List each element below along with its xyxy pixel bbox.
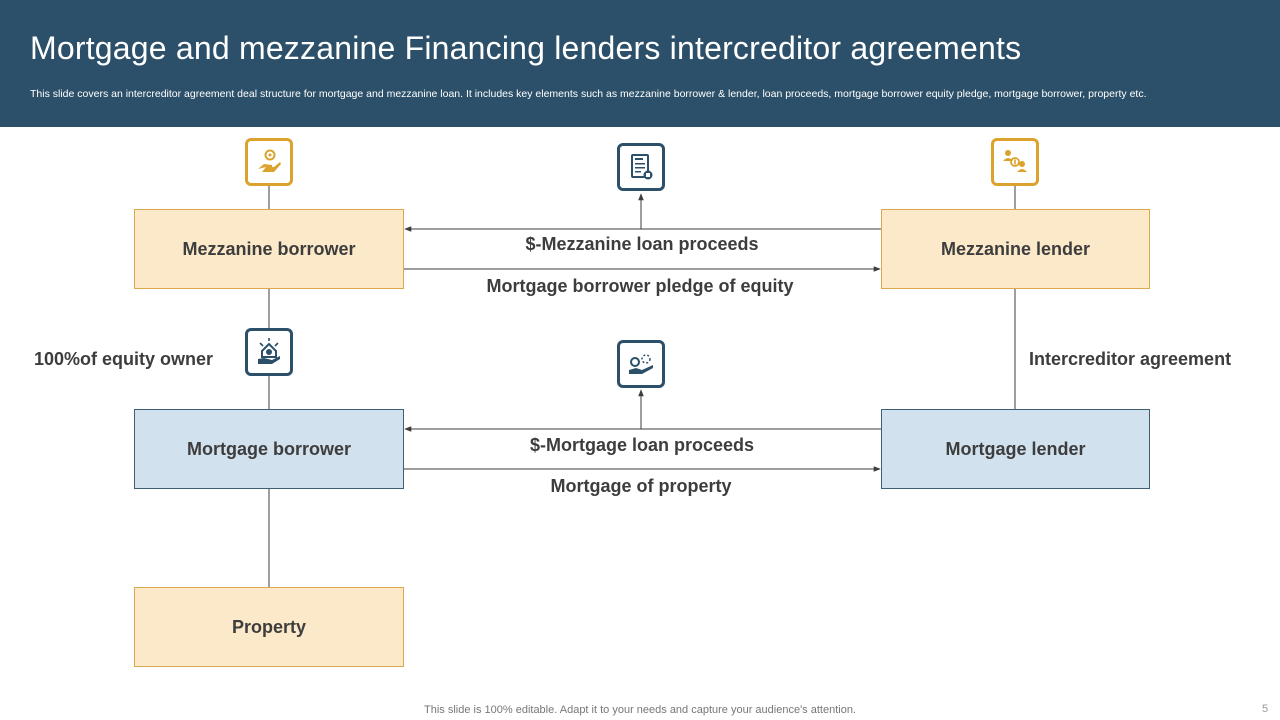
label-mortgage-of-property: Mortgage of property [550,476,732,496]
page-number: 5 [1262,703,1269,715]
house-hand-dollar-icon [245,328,293,376]
slide-subtitle: This slide covers an intercreditor agree… [30,88,1147,100]
loan-document-icon [617,143,665,191]
label-mezzanine-loan-proceeds: $-Mezzanine loan proceeds [525,234,759,254]
label-mortgage-loan-proceeds: $-Mortgage loan proceeds [529,435,755,455]
label-equity-owner: 100%of equity owner [34,349,214,369]
slide-title: Mortgage and mezzanine Financing lenders… [30,30,1022,66]
node-mezzanine-lender: Mezzanine lender [881,209,1150,289]
money-hand-growth-icon [617,340,665,388]
node-mezzanine-borrower: Mezzanine borrower [134,209,404,289]
label-pledge-of-equity: Mortgage borrower pledge of equity [486,276,794,296]
node-mortgage-borrower: Mortgage borrower [134,409,404,489]
label-intercreditor-agreement: Intercreditor agreement [1029,349,1232,369]
people-money-exchange-icon [991,138,1039,186]
node-mortgage-lender: Mortgage lender [881,409,1150,489]
hand-gear-money-icon [245,138,293,186]
node-property: Property [134,587,404,667]
footer-note: This slide is 100% editable. Adapt it to… [424,704,856,716]
header-banner: Mortgage and mezzanine Financing lenders… [0,0,1280,127]
